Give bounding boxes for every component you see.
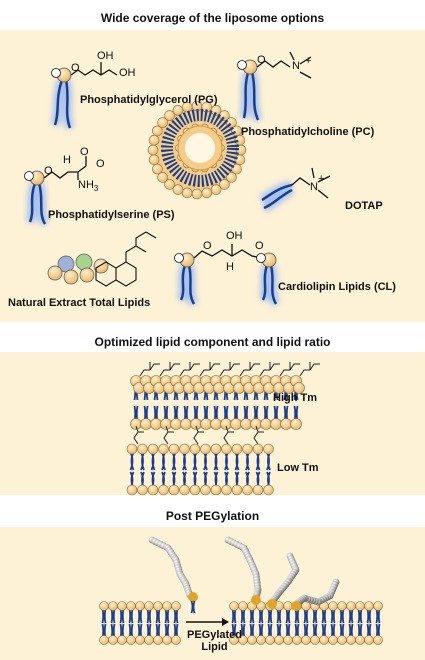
- ps-o2: O: [96, 158, 105, 170]
- dotap-plus: +: [318, 173, 325, 185]
- natural-label: Natural Extract Total Lipids: [8, 297, 151, 309]
- pc-lipid-structure: [237, 51, 312, 122]
- pc-n: N: [292, 60, 300, 72]
- cl-h: H: [226, 261, 234, 273]
- dotap-label: DOTAP: [345, 200, 383, 212]
- cardiolipin-structure: [174, 244, 281, 307]
- pg-oh-top: OH: [97, 50, 114, 62]
- ps-nh3: NH3: [78, 179, 99, 194]
- ps-o: O: [44, 165, 53, 177]
- high-tm-label: High Tm: [273, 392, 317, 404]
- liposome-illustration: [147, 100, 247, 200]
- pc-o: O: [257, 54, 266, 66]
- pc-plus: +: [305, 55, 312, 67]
- dotap-n: N: [310, 181, 318, 193]
- optimized-title: Optimized lipid component and lipid rati…: [94, 335, 331, 349]
- pc-label: Phosphatidylcholine (PC): [241, 126, 375, 138]
- pg-label: Phosphatidylglycerol (PG): [80, 94, 218, 106]
- pg-o: O: [71, 62, 80, 74]
- low-tm-bilayer: [126, 425, 274, 496]
- natural-extract-structure: [47, 231, 157, 287]
- ps-label: Phosphatidylserine (PS): [48, 209, 175, 221]
- peg-chain-free: [148, 536, 198, 614]
- cl-o-left: O: [203, 240, 212, 252]
- cl-oh: OH: [226, 230, 243, 242]
- high-tm-bilayer: [130, 362, 320, 430]
- bilayer-after-peg: [229, 601, 383, 645]
- dotap-lipid-structure: [259, 167, 331, 213]
- cl-o-right: O: [255, 240, 264, 252]
- low-tm-label: Low Tm: [277, 462, 319, 474]
- cl-label: Cardiolipin Lipids (CL): [278, 281, 396, 293]
- ps-h: H: [63, 154, 71, 166]
- ps-o1: O: [80, 146, 89, 158]
- ps-lipid-structure: [24, 156, 87, 227]
- peg-chains-inserted: [224, 536, 340, 611]
- peg-title: Post PEGylation: [165, 509, 260, 523]
- pg-oh-end: OH: [119, 67, 136, 79]
- pegylation-arrow: [186, 618, 229, 626]
- pg-lipid-structure: [50, 62, 118, 130]
- coverage-title: Wide coverage of the liposome options: [100, 11, 325, 25]
- bilayer-before-peg: [99, 601, 181, 645]
